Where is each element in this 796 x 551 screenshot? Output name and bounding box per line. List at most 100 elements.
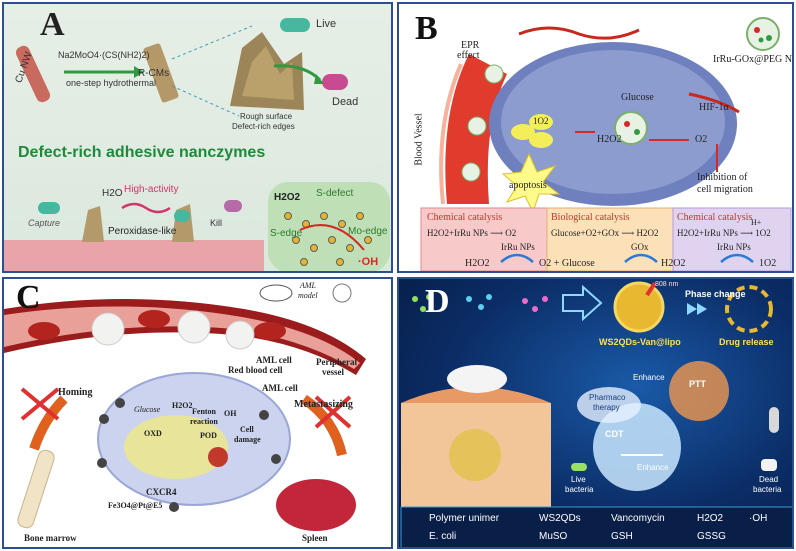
chevron-icon [697, 303, 707, 315]
kill-label: Kill [210, 218, 223, 228]
legend-oh: ·OH [749, 513, 768, 524]
blood-vessel-label: Blood Vessel [413, 113, 425, 166]
peripheral-label-2: vessel [322, 367, 344, 377]
tumor-cytoplasm [501, 50, 725, 194]
panel-d: D Phase change 808 nm WS2QDs-Van@lipo Dr… [397, 277, 794, 549]
s-defect-label: S-defect [316, 188, 354, 199]
nanoparticle [484, 64, 504, 84]
o2-label: O2 [695, 134, 708, 145]
cdt-label: CDT [605, 429, 624, 439]
oh-label: OH [224, 409, 237, 418]
dead-bacterium [761, 459, 777, 471]
capillary-top [518, 26, 640, 40]
h-plus-label: H+ [751, 218, 762, 227]
cycle-arrow [500, 253, 534, 263]
apoptosis-label: apoptosis [509, 180, 547, 191]
zoom-line-top [171, 25, 253, 60]
live-bacteria-1: Live [571, 475, 586, 484]
block-x [20, 387, 60, 421]
cycle-arrow [720, 253, 754, 263]
red-blood-cell [254, 322, 286, 340]
ros-wave [121, 202, 171, 214]
dead-label: Dead [332, 96, 359, 108]
panel-a-letter: A [40, 6, 65, 43]
cycle-arrow [624, 253, 658, 263]
inhibition-label-2: cell migration [697, 184, 753, 195]
bio-box [546, 207, 674, 271]
ros-bubble [529, 132, 553, 148]
live-bacterium [571, 463, 587, 471]
pharmaco-label-1: Pharmaco [589, 393, 626, 402]
legend-h2o2: H2O2 [697, 513, 724, 524]
bottom-h2o2-b: H2O2 [661, 258, 686, 269]
dead-bacteria-2: bacteria [753, 485, 782, 494]
surface-label-2: Defect-rich edges [232, 122, 295, 131]
drug-release-label: Drug release [719, 337, 774, 347]
reagents-label: Na2MoO4·(CS(NH2)2) [58, 50, 150, 60]
oh-label: ·OH [358, 256, 379, 268]
metastasizing-arrow [301, 394, 347, 457]
lattice-h2o2-label: H2O2 [274, 192, 301, 203]
rbc-label: Red blood cell [228, 365, 283, 375]
nanoparticle-legend [746, 17, 780, 51]
mitochondrion [124, 415, 228, 479]
capture-label: Capture [28, 218, 61, 228]
surface-label-1: Rough surface [240, 112, 293, 121]
chem1-title: Chemical catalysis [427, 212, 503, 223]
panel-a-title: Defect-rich adhesive nanczymes [18, 144, 266, 161]
phase-change-label: Phase change [685, 289, 746, 299]
irru-label-2: IrRu NPs [717, 242, 751, 252]
dead-bacteria-1: Dead [759, 475, 779, 484]
ros-bubble [529, 114, 553, 130]
rcm-rod [143, 43, 179, 103]
gox-label: GOx [631, 242, 649, 252]
nanoparticle [461, 162, 481, 182]
h2o2-label: H2O2 [597, 134, 622, 145]
glucose-label: Glucose [134, 405, 161, 414]
s-edge-label: S-edge [270, 228, 303, 239]
irru-label-1: IrRu NPs [501, 242, 535, 252]
metastasizing-label: Metastasizing [294, 399, 353, 410]
bio-eq: Glucose+O2+GOx ⟶ H2O2 [551, 228, 659, 238]
peripheral-label-1: Peripheral [316, 357, 357, 367]
cxcr4-label: CXCR4 [146, 487, 177, 497]
panel-d-letter: D [425, 283, 450, 320]
singlet-o2-label: 1O2 [533, 116, 549, 126]
aml-cell-label: AML cell [256, 355, 292, 365]
panel-c: C AML model AML cell Red blood cell Peri… [2, 277, 393, 549]
legend-gsh: GSH [611, 531, 633, 542]
released-liposome [725, 285, 773, 333]
enhance-label-2: Enhance [637, 463, 669, 472]
legend-polymer: Polymer unimer [429, 513, 500, 524]
rcm-label: R-CMs [138, 68, 170, 79]
chevron-icon [687, 303, 697, 315]
dead-bacterium [322, 74, 348, 90]
cell-damage-1: Cell [240, 425, 254, 434]
synthesis-arrowhead [134, 66, 144, 78]
nanoparticle [467, 116, 487, 136]
legend-bar [400, 506, 792, 547]
vessel-lumen [4, 306, 360, 369]
mo-edge-label: Mo-edge [348, 226, 388, 237]
legend-gssg: GSSG [697, 531, 726, 542]
pharmaco-label-2: therapy [593, 403, 620, 412]
high-activity-label: High-activity [124, 184, 179, 195]
electron-path [299, 224, 365, 251]
nanozyme-stalk-1 [82, 206, 104, 242]
pod-label: POD [200, 431, 217, 440]
legend-ws2qds: WS2QDs [539, 513, 581, 524]
surface-detail [242, 46, 294, 100]
aml-cell [177, 310, 211, 344]
peroxidase-label: Peroxidase-like [108, 226, 177, 237]
bio-title: Biological catalysis [551, 212, 630, 223]
ptt-sphere [669, 361, 729, 421]
nanozyme-label: Fe3O4@Pt@E5 [108, 501, 163, 510]
ros-bubble [511, 124, 535, 140]
block-x [314, 395, 352, 429]
red-blood-cell [138, 310, 170, 328]
homing-arrow [29, 395, 68, 451]
laser-beam [645, 281, 657, 297]
legend-vancomycin: Vancomycin [611, 513, 665, 524]
enhance-label: Enhance [633, 373, 665, 382]
zoom-line-bottom [171, 85, 240, 117]
